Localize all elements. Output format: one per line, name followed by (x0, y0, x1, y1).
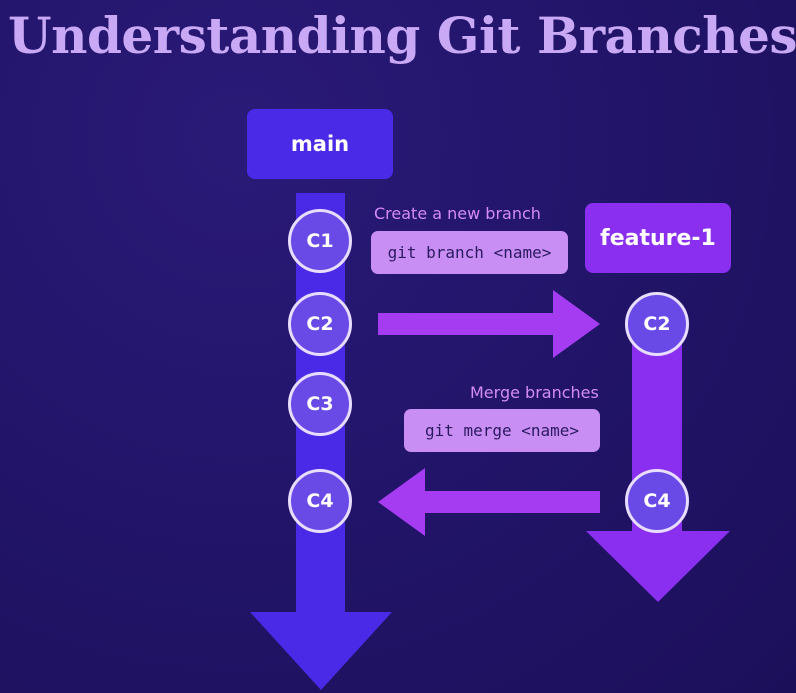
create-branch-caption: Create a new branch (374, 204, 541, 223)
branch-off-arrow (378, 290, 600, 358)
feature-branch-arrow (586, 322, 730, 602)
merge-command: git merge <name> (404, 409, 600, 452)
feature-branch-label: feature-1 (585, 203, 731, 273)
page-title: Understanding Git Branches (8, 6, 796, 65)
commit-feature-c4: C4 (625, 469, 689, 533)
main-branch-label: main (247, 109, 393, 179)
commit-main-c1: C1 (288, 209, 352, 273)
commit-main-c2: C2 (288, 292, 352, 356)
commit-feature-c2: C2 (625, 292, 689, 356)
commit-main-c3: C3 (288, 372, 352, 436)
merge-arrow (378, 468, 600, 536)
commit-main-c4: C4 (288, 469, 352, 533)
merge-branches-caption: Merge branches (470, 383, 599, 402)
create-branch-command: git branch <name> (371, 231, 568, 274)
